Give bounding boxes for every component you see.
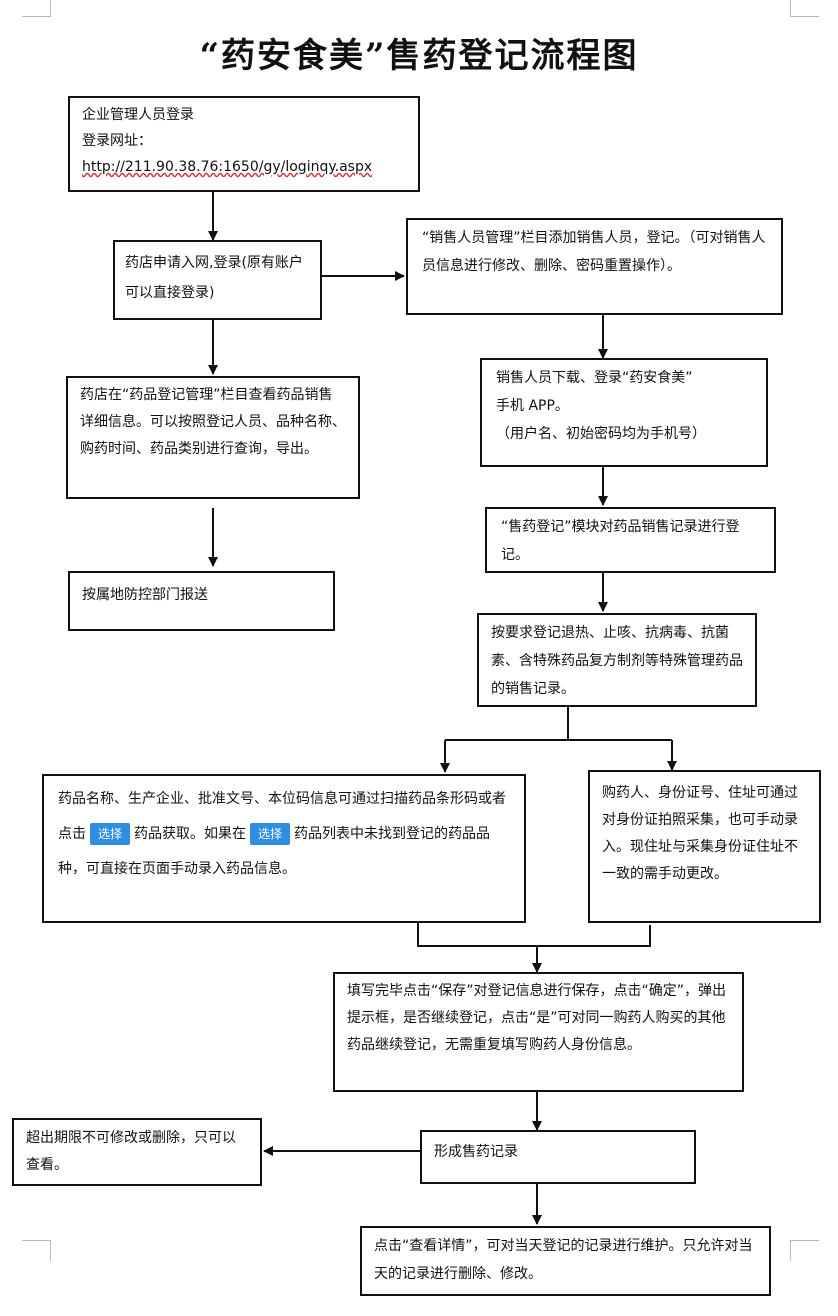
download-app-line2: 手机 APP。 [496,398,569,414]
corner-mark-bottom-right [790,1240,819,1261]
drug-info-box: 药品名称、生产企业、批准文号、本位码信息可通过扫描药品条形码或者点击选择药品获取… [42,774,526,923]
download-app-box: 销售人员下载、登录“药安食美” 手机 APP。 （用户名、初始密码均为手机号） [480,358,768,467]
form-record-text: 形成售药记录 [434,1144,518,1160]
corner-mark-top-left [22,0,51,17]
report-to-dept-text: 按属地防控部门报送 [82,587,208,603]
view-details-text: 点击“查看详情”，可对当天登记的记录进行维护。只允许对当天的记录进行删除、修改。 [374,1238,753,1282]
pharmacy-apply-text: 药店申请入网,登录(原有账户可以直接登录) [125,255,303,301]
expired-note-box: 超出期限不可修改或删除，只可以查看。 [12,1118,262,1186]
buyer-info-box: 购药人、身份证号、住址可通过对身份证拍照采集，也可手动录入。现住址与采集身份证住… [588,770,821,923]
expired-note-text: 超出期限不可修改或删除，只可以查看。 [26,1130,236,1173]
enterprise-login-title: 企业管理人员登录 [82,107,194,123]
sale-register-module-box: “售药登记”模块对药品销售记录进行登记。 [485,507,776,573]
drug-info-part2: 药品获取。如果在 [134,826,247,842]
corner-mark-top-right [790,0,819,17]
enterprise-login-box: 企业管理人员登录 登录网址： http://211.90.38.76:1650/… [68,96,420,192]
drug-record-mgmt-box: 药店在“药品登记管理”栏目查看药品销售详细信息。可以按照登记人员、品种名称、购药… [66,376,360,499]
merge-line [417,923,651,947]
report-to-dept-box: 按属地防控部门报送 [68,571,335,631]
save-confirm-box: 填写完毕点击“保存”对登记信息进行保存，点击“确定”，弹出提示框，是否继续登记，… [333,972,744,1092]
login-url-link[interactable]: http://211.90.38.76:1650/gy/loginqy.aspx [82,159,373,175]
page-title: “药安食美”售药登记流程图 [199,36,639,76]
sale-register-module-text: “售药登记”模块对药品销售记录进行登记。 [501,519,740,563]
corner-mark-bottom-left [22,1240,51,1261]
buyer-info-text: 购药人、身份证号、住址可通过对身份证拍照采集，也可手动录入。现住址与采集身份证住… [602,785,798,882]
split-line [445,707,569,741]
pharmacy-apply-box: 药店申请入网,登录(原有账户可以直接登录) [113,240,322,320]
drug-record-mgmt-text: 药店在“药品登记管理”栏目查看药品销售详细信息。可以按照登记人员、品种名称、购药… [80,387,346,457]
required-register-box: 按要求登记退热、止咳、抗病毒、抗菌素、含特殊药品复方制剂等特殊管理药品的销售记录… [477,613,757,707]
view-details-box: 点击“查看详情”，可对当天登记的记录进行维护。只允许对当天的记录进行删除、修改。 [360,1226,771,1296]
drug-info-part3: 药品列表中未找到登记的药品品种，可直接在页面手动录入药品信息。 [58,826,491,877]
select-drug-button-2[interactable]: 选择 [250,823,291,845]
download-app-line1: 销售人员下载、登录“药安食美” [496,370,693,386]
drug-info-text: 药品名称、生产企业、批准文号、本位码信息可通过扫描药品条形码或者点击选择药品获取… [58,782,510,887]
sales-staff-mgmt-text: “销售人员管理”栏目添加销售人员，登记。（可对销售人员信息进行修改、删除、密码重… [422,230,766,274]
save-confirm-text: 填写完毕点击“保存”对登记信息进行保存，点击“确定”，弹出提示框，是否继续登记，… [347,983,727,1053]
drug-info-part1: 药品名称、生产企业、批准文号、本位码信息可通过扫描药品条形码或者点击 [58,791,506,842]
select-drug-button-1[interactable]: 选择 [90,823,131,845]
required-register-text: 按要求登记退热、止咳、抗病毒、抗菌素、含特殊药品复方制剂等特殊管理药品的销售记录… [491,625,743,697]
form-record-box: 形成售药记录 [420,1130,696,1184]
download-app-line3: （用户名、初始密码均为手机号） [496,426,706,442]
login-url-label: 登录网址： [82,133,152,149]
sales-staff-mgmt-box: “销售人员管理”栏目添加销售人员，登记。（可对销售人员信息进行修改、删除、密码重… [406,218,783,315]
